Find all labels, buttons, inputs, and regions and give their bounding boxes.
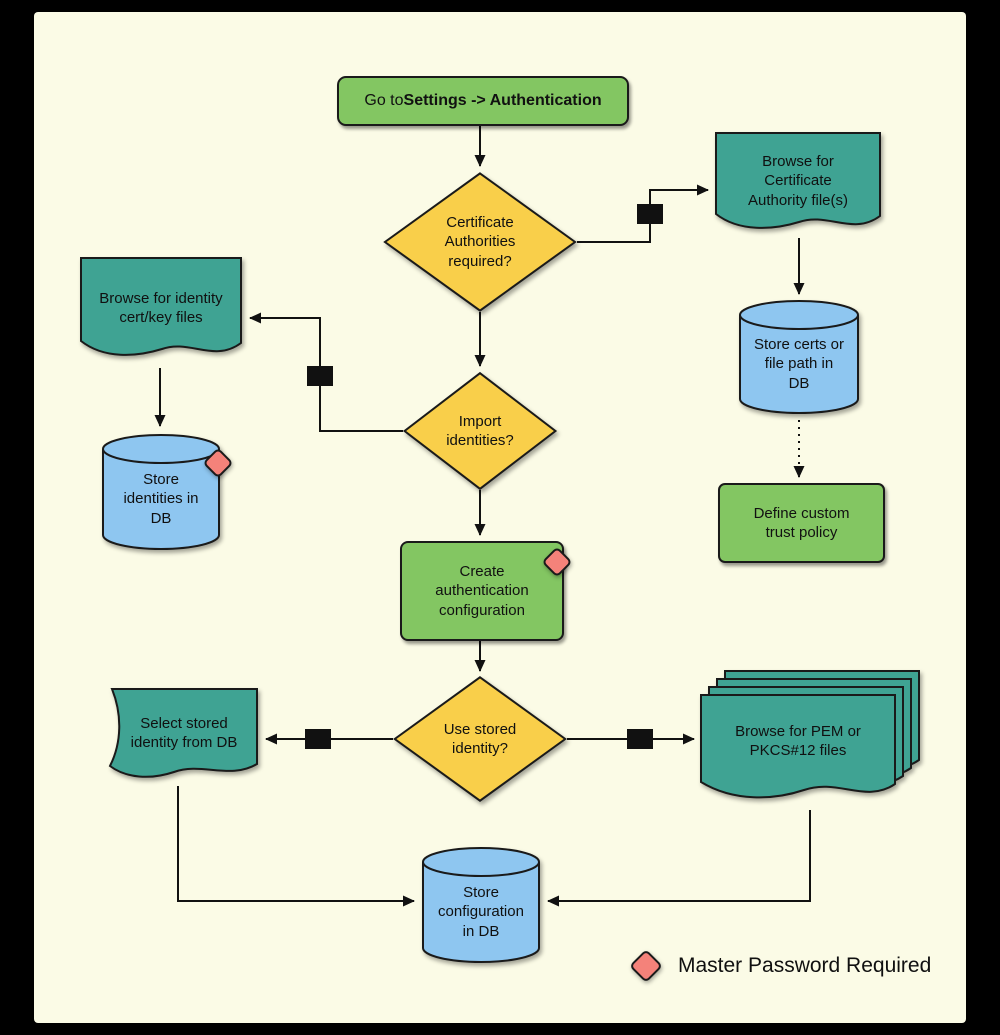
node-database-store-config: Store configuration in DB — [420, 845, 542, 965]
diamond-shape — [383, 172, 577, 312]
yes-square-marker-ca — [637, 204, 663, 224]
connector-browsepem-to-storeconfig — [547, 810, 811, 907]
decision-label: Import identities? — [446, 412, 514, 450]
start-label-prefix: Go to — [364, 91, 404, 109]
stored-data-label: Select stored identity from DB — [130, 714, 238, 752]
database-shape — [420, 845, 542, 965]
start-label-bold: Settings -> Authentication — [403, 91, 602, 109]
database-shape — [737, 298, 861, 416]
document-shape — [78, 255, 244, 377]
database-label: Store certs or file path in DB — [753, 335, 845, 392]
master-password-legend-icon — [631, 951, 661, 981]
node-multidocument-browse-pem: Browse for PEM or PKCS#12 files — [698, 668, 922, 812]
legend-label: Master Password Required — [678, 954, 932, 977]
diamond-shape — [393, 676, 567, 802]
document-label: Browse for Certificate Authority file(s) — [747, 152, 849, 209]
node-decision-use-stored: Use stored identity? — [393, 676, 567, 802]
node-database-store-certs: Store certs or file path in DB — [737, 298, 861, 416]
process-label: Create authentication configuration — [435, 562, 529, 619]
document-shape — [713, 130, 883, 248]
node-decision-ca-required: Certificate Authorities required? — [383, 172, 577, 312]
node-decision-import-identities: Import identities? — [403, 372, 557, 490]
yes-square-marker-import — [307, 366, 333, 386]
decision-label: Certificate Authorities required? — [444, 213, 516, 270]
node-document-browse-ca: Browse for Certificate Authority file(s) — [713, 130, 883, 248]
decision-label: Use stored identity? — [443, 720, 517, 758]
connector-selectstored-to-storeconfig — [177, 786, 415, 907]
yes-square-marker-stored-left — [305, 729, 331, 749]
yes-square-marker-stored-right — [627, 729, 653, 749]
database-label: Store identities in DB — [123, 470, 199, 527]
node-storeddata-select-identity: Select stored identity from DB — [98, 686, 260, 790]
diamond-shape — [403, 372, 557, 490]
multi-document-label: Browse for PEM or PKCS#12 files — [735, 722, 861, 760]
legend: Master Password Required — [626, 946, 931, 986]
database-shape — [100, 432, 222, 552]
node-process-create-auth: Create authentication configuration — [400, 541, 564, 641]
document-label: Browse for identity cert/key files — [99, 289, 223, 327]
node-start-process: Go to Settings -> Authentication — [337, 76, 629, 126]
process-label: Define custom trust policy — [753, 504, 850, 542]
node-database-store-identities: Store identities in DB — [100, 432, 222, 552]
master-password-badge-identities — [200, 445, 236, 481]
database-label: Store configuration in DB — [438, 883, 524, 940]
node-process-trust-policy: Define custom trust policy — [718, 483, 885, 563]
node-document-browse-identity: Browse for identity cert/key files — [78, 255, 244, 377]
master-password-badge-create-auth — [539, 544, 575, 580]
multi-document-shape — [698, 668, 922, 812]
stored-data-shape — [98, 686, 260, 790]
